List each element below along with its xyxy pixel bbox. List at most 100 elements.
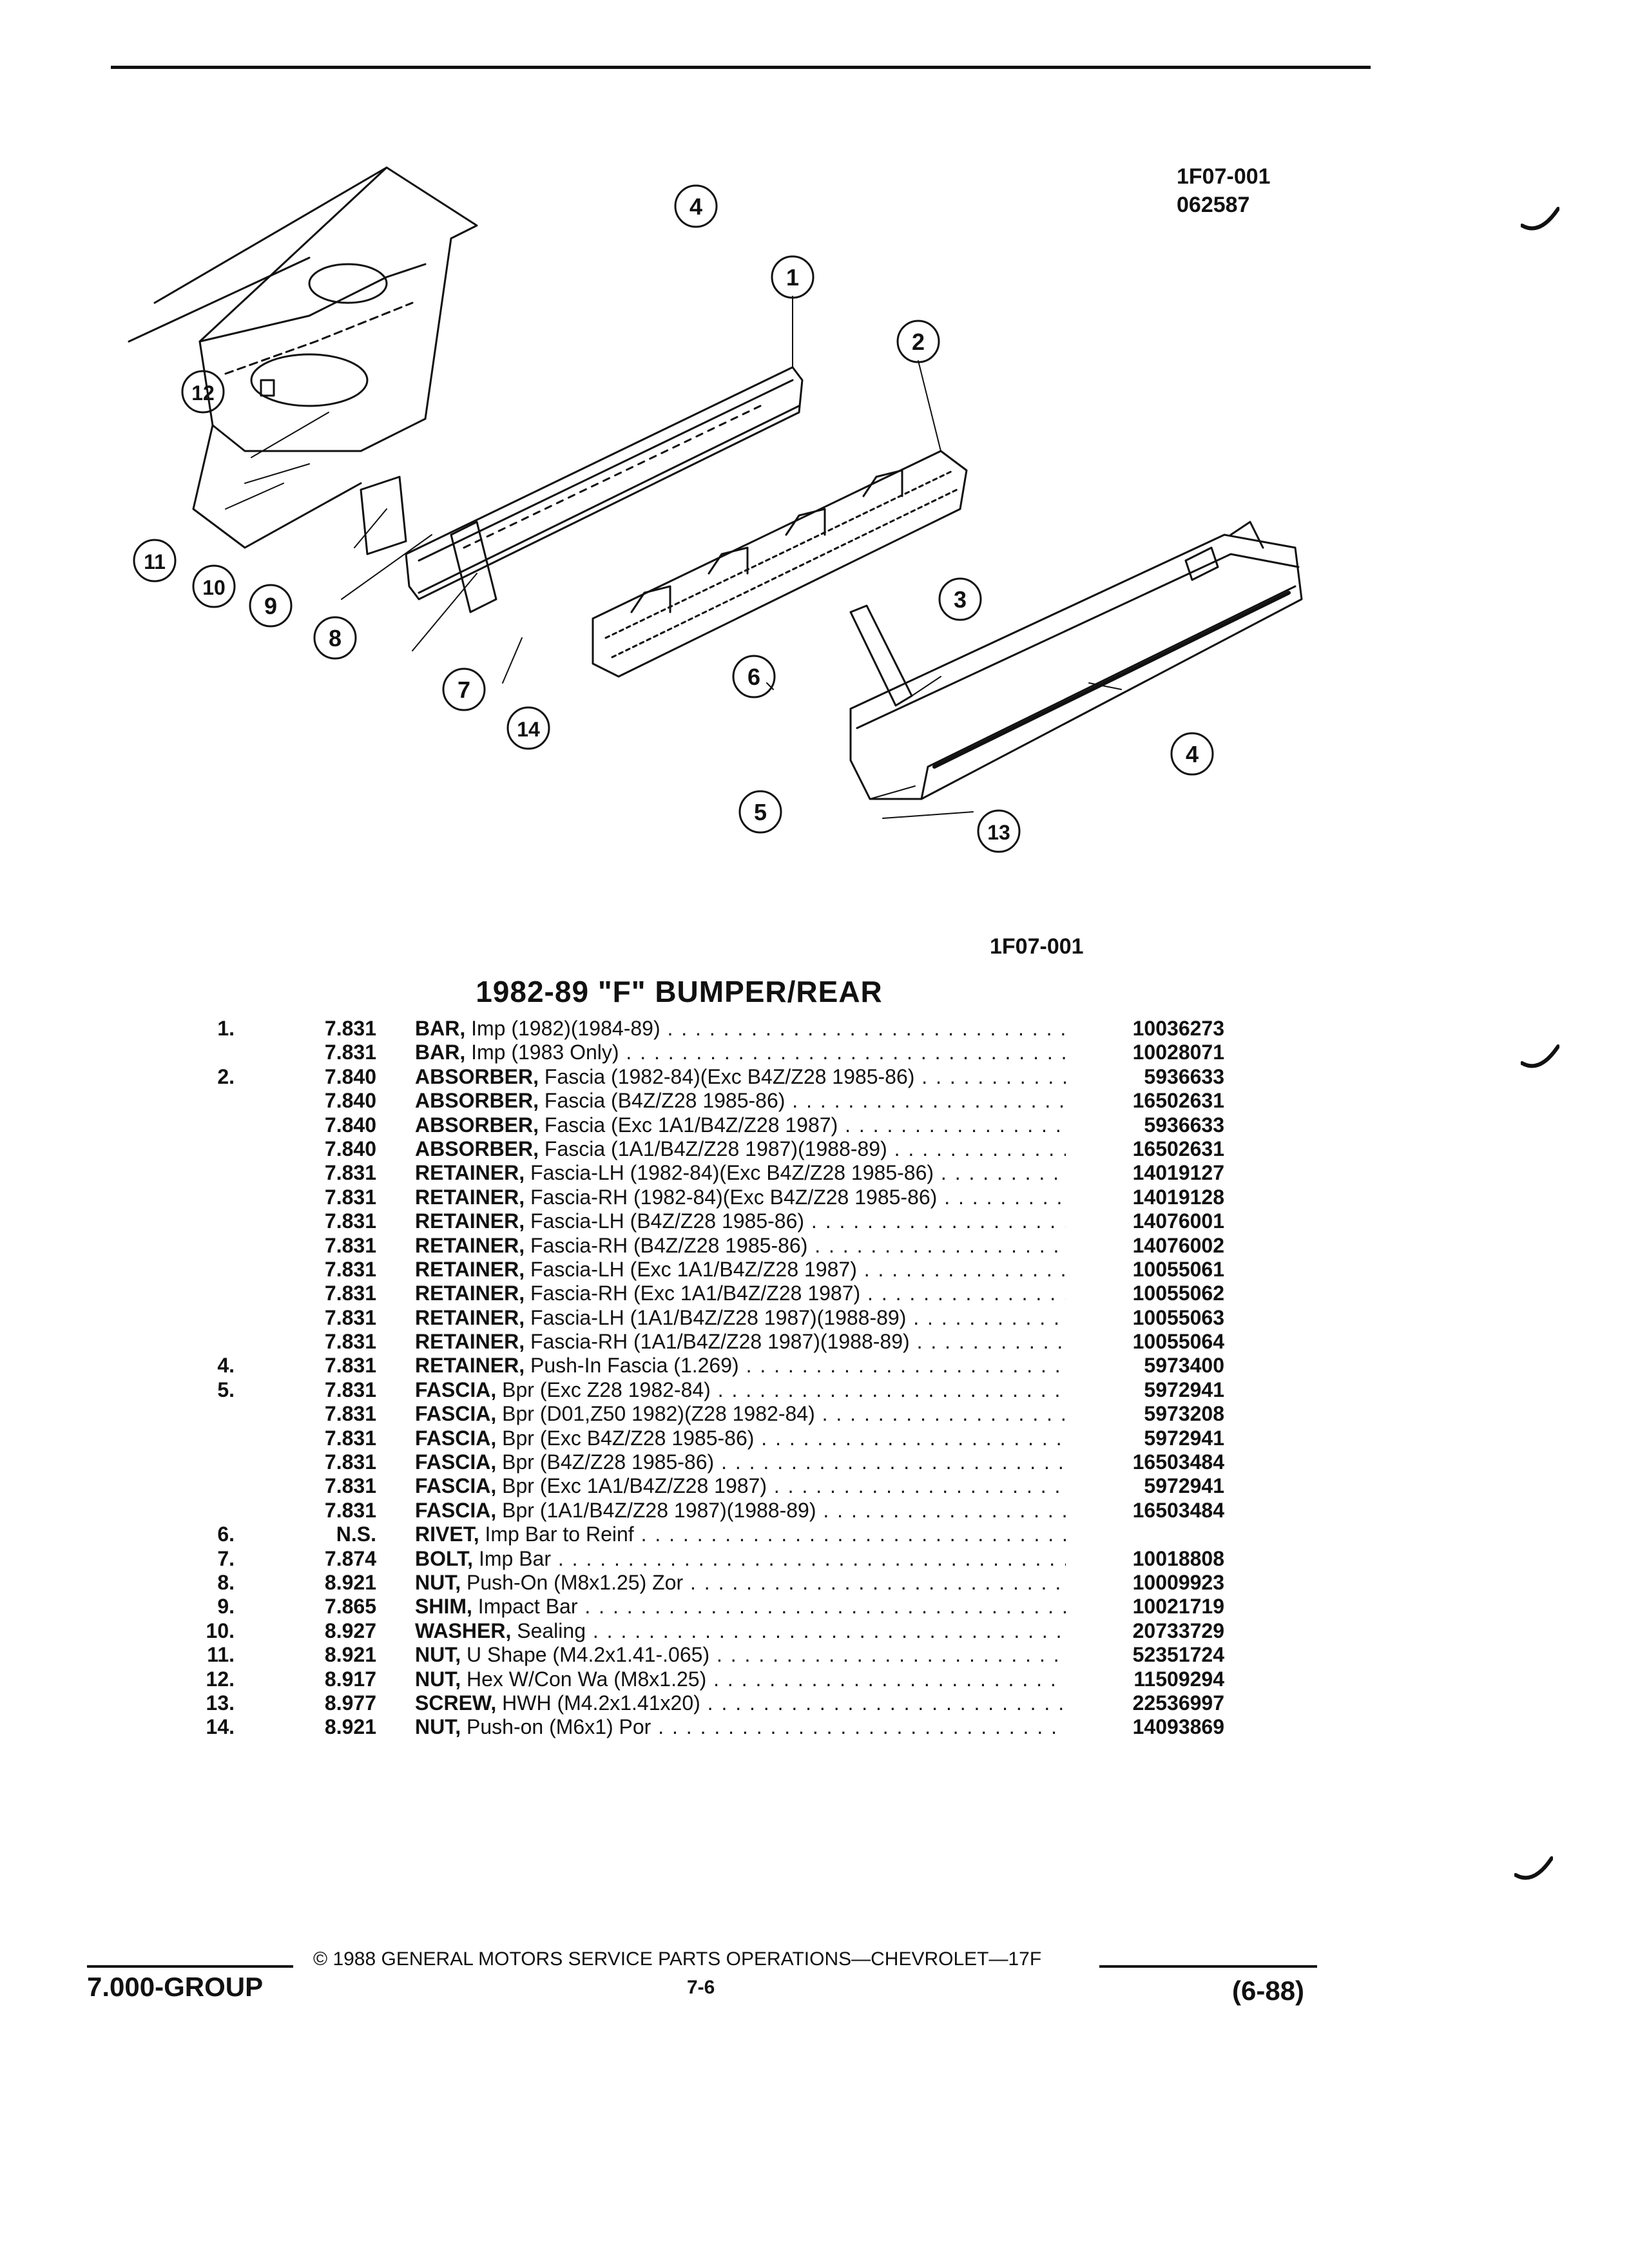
part-number: 16502631 bbox=[1132, 1137, 1224, 1160]
callout-label-3: 3 bbox=[954, 586, 967, 613]
part-detail: U Shape (M4.2x1.41-.065) bbox=[467, 1643, 710, 1667]
part-detail: Imp (1983 Only) bbox=[471, 1041, 619, 1064]
part-name: NUT, bbox=[415, 1715, 461, 1739]
item-number: 4. bbox=[217, 1354, 235, 1378]
callout-13 bbox=[977, 809, 1021, 853]
part-name: BAR, bbox=[415, 1017, 466, 1040]
part-detail: Fascia-LH (1A1/B4Z/Z28 1987)(1988-89) bbox=[530, 1305, 907, 1329]
figure-date-code: 062587 bbox=[1177, 193, 1250, 217]
item-number: 12. bbox=[206, 1667, 235, 1691]
vehicle-body-lines bbox=[128, 166, 388, 549]
part-detail: Imp Bar to Reinf bbox=[485, 1523, 634, 1546]
part-number: 10009923 bbox=[1132, 1570, 1224, 1594]
part-detail: Imp Bar bbox=[478, 1546, 551, 1570]
group-number: 7.874 bbox=[324, 1546, 376, 1570]
group-number: 7.831 bbox=[324, 1041, 376, 1064]
part-name: ABSORBER, bbox=[415, 1137, 539, 1160]
part-number: 10055063 bbox=[1132, 1305, 1224, 1329]
item-number: 7. bbox=[217, 1546, 235, 1570]
part-detail: Fascia-RH (Exc 1A1/B4Z/Z28 1987) bbox=[530, 1282, 861, 1305]
part-name: RETAINER, bbox=[415, 1282, 525, 1305]
part-number: 10055064 bbox=[1132, 1330, 1224, 1354]
impact-bar bbox=[405, 366, 804, 601]
part-name: NUT, bbox=[415, 1643, 461, 1667]
part-name: FASCIA, bbox=[415, 1426, 497, 1450]
callout-label-10: 10 bbox=[202, 576, 226, 599]
vehicle-rear-body bbox=[198, 166, 478, 452]
callout-6 bbox=[732, 655, 776, 698]
part-name: RETAINER, bbox=[415, 1330, 525, 1354]
item-number: 13. bbox=[206, 1691, 235, 1715]
part-description: NUT, Hex W/Con Wa (M8x1.25) bbox=[415, 1667, 1066, 1691]
callout-14 bbox=[506, 706, 550, 750]
item-number: 5. bbox=[217, 1378, 235, 1401]
footer-page-number: 7-6 bbox=[687, 1977, 715, 1998]
part-number: 20733729 bbox=[1132, 1619, 1224, 1642]
part-number: 14019128 bbox=[1132, 1185, 1224, 1209]
group-number: 7.840 bbox=[324, 1089, 376, 1113]
callout-label-12: 12 bbox=[191, 381, 215, 405]
callout-4-right bbox=[1170, 732, 1214, 776]
group-number: 7.831 bbox=[324, 1402, 376, 1426]
group-number: 7.831 bbox=[324, 1305, 376, 1329]
group-number: 8.921 bbox=[324, 1570, 376, 1594]
fascia-absorber bbox=[592, 450, 968, 678]
part-description: ABSORBER, Fascia (1982-84)(Exc B4Z/Z28 1… bbox=[415, 1065, 1066, 1089]
part-detail: Fascia-LH (Exc 1A1/B4Z/Z28 1987) bbox=[530, 1257, 857, 1281]
part-detail: Fascia (1A1/B4Z/Z28 1987)(1988-89) bbox=[544, 1137, 887, 1160]
part-name: RETAINER, bbox=[415, 1305, 525, 1329]
part-detail: Bpr (Exc B4Z/Z28 1985-86) bbox=[502, 1426, 755, 1450]
callout-4-top bbox=[674, 184, 718, 228]
group-number: 7.831 bbox=[324, 1233, 376, 1257]
part-name: RETAINER, bbox=[415, 1209, 525, 1233]
part-name: FASCIA, bbox=[415, 1474, 497, 1498]
item-number: 6. bbox=[217, 1523, 235, 1546]
item-number: 11. bbox=[207, 1643, 235, 1667]
part-number: 14093869 bbox=[1132, 1715, 1224, 1739]
parts-row: 7.831 RETAINER, Fascia-LH (1A1/B4Z/Z28 19… bbox=[193, 1306, 1224, 1330]
section-title: 1982-89 "F" BUMPER/REAR bbox=[0, 974, 1629, 1009]
item-number: 9. bbox=[217, 1595, 235, 1619]
part-name: NUT, bbox=[415, 1570, 461, 1594]
part-detail: Bpr (Exc Z28 1982-84) bbox=[502, 1378, 711, 1401]
part-name: RETAINER, bbox=[415, 1233, 525, 1257]
group-number: 7.831 bbox=[324, 1426, 376, 1450]
part-detail: Fascia (1982-84)(Exc B4Z/Z28 1985-86) bbox=[544, 1064, 915, 1088]
part-number: 16502631 bbox=[1132, 1089, 1224, 1113]
part-detail: Impact Bar bbox=[477, 1595, 578, 1619]
callout-label-1: 1 bbox=[786, 264, 799, 291]
part-number: 5936633 bbox=[1144, 1064, 1224, 1088]
part-detail: Fascia-LH (1982-84)(Exc B4Z/Z28 1985-86) bbox=[530, 1161, 934, 1185]
part-description: RETAINER, Fascia-RH (B4Z/Z28 1985-86) bbox=[415, 1234, 1066, 1258]
callout-label-14: 14 bbox=[517, 718, 540, 741]
part-number: 11509294 bbox=[1133, 1667, 1224, 1691]
part-number: 52351724 bbox=[1132, 1643, 1224, 1667]
section-title-text: 1982-89 "F" BUMPER/REAR bbox=[476, 975, 883, 1008]
callout-8 bbox=[313, 616, 357, 660]
part-number: 10055062 bbox=[1132, 1282, 1224, 1305]
part-number: 10028071 bbox=[1132, 1041, 1224, 1064]
part-description: FASCIA, Bpr (Exc Z28 1982-84) bbox=[415, 1378, 1066, 1402]
punch-mark-icon bbox=[1514, 1856, 1553, 1880]
callout-label-4-right: 4 bbox=[1186, 741, 1199, 767]
part-name: NUT, bbox=[415, 1667, 461, 1691]
part-detail: Hex W/Con Wa (M8x1.25) bbox=[467, 1667, 707, 1691]
part-description: RETAINER, Fascia-RH (1A1/B4Z/Z28 1987)(1… bbox=[415, 1330, 1066, 1354]
callout-label-7: 7 bbox=[458, 677, 470, 703]
callout-5 bbox=[738, 790, 782, 834]
part-name: FASCIA, bbox=[415, 1450, 497, 1474]
